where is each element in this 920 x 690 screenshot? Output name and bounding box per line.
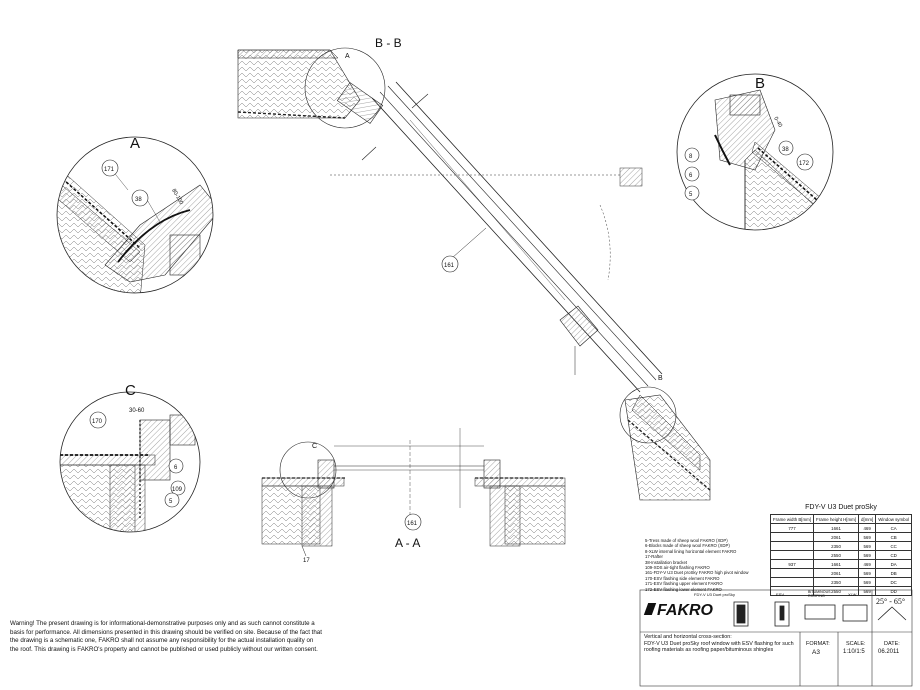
detail-a-title: A — [130, 135, 140, 152]
legend-item: 38-Installation bracket — [645, 559, 688, 565]
fakro-logo: FAKRO — [643, 602, 713, 620]
detail-b-label-172: 172 — [799, 161, 810, 167]
opened-sash-outline — [330, 167, 643, 281]
detail-a-label-38: 38 — [135, 197, 142, 203]
detail-c-label-5: 5 — [169, 499, 173, 505]
section-bb — [237, 47, 711, 501]
strip-label-esv: ESV — [776, 592, 785, 597]
spec-header: Frame width B[mm] — [769, 514, 815, 524]
strip-label-window: FDY-V U3 Duet proSky — [694, 592, 735, 597]
scale-label: SCALE: — [846, 641, 866, 647]
scale-value: 1:10/1:5 — [843, 649, 865, 655]
legend-item: 170-ESV flashing side element FAKRO — [645, 575, 720, 581]
detail-c-title: C — [125, 382, 136, 399]
roof-lower — [624, 394, 711, 501]
legend: 5-Tress made of sheep wool FAKRO (XDP) 6… — [645, 538, 770, 592]
product-icons — [733, 601, 907, 627]
warning-text: Warning! The present drawing is for info… — [10, 620, 322, 653]
legend-item: 6-Blocks made of sheep wool FAKRO (XDP) — [645, 543, 730, 549]
detail-c-label-170: 170 — [92, 419, 103, 425]
detail-c-marker — [279, 441, 337, 499]
spec-header: d[mm] — [858, 514, 877, 524]
legend-item: 171-ESV flashing upper element FAKRO — [645, 581, 723, 587]
aa-section-title: A - A — [395, 536, 420, 550]
aa-label-17: 17 — [303, 558, 310, 564]
sash-pivot — [559, 305, 599, 375]
bb-section-title: B - B — [375, 36, 402, 50]
detail-b-label-0-40: 0-40 — [772, 116, 783, 129]
spec-header: Frame height H[mm] — [813, 514, 860, 524]
bb-callout-161-label: 161 — [444, 263, 455, 269]
title-block-frame — [639, 589, 913, 687]
section-aa — [261, 428, 566, 557]
detail-a-label-171: 171 — [104, 167, 115, 173]
spec-header: Window symbol — [875, 514, 912, 524]
detail-b-label-8: 8 — [689, 154, 693, 160]
detail-b-label-5: 5 — [689, 192, 693, 198]
bb-cut-a: A — [345, 53, 350, 60]
legend-item: 109-XDS air-tight flashing FAKRO — [645, 565, 710, 571]
drawing-description: Vertical and horizontal cross-section: F… — [644, 634, 794, 654]
bb-callout-161 — [441, 255, 459, 273]
bb-cut-b: B — [658, 375, 663, 382]
detail-c — [59, 391, 201, 533]
detail-b-label-38: 38 — [782, 147, 789, 153]
spec-table-title: FDY-V U3 Duet proSky — [805, 504, 877, 511]
detail-c-label-109: 109 — [172, 487, 183, 493]
detail-c-label-6: 6 — [174, 465, 178, 471]
aa-callout-161-label: 161 — [407, 521, 418, 527]
detail-c-label-30-60: 30-60 — [129, 408, 145, 414]
spec-table: Frame width B[mm] Frame height H[mm] d[m… — [769, 514, 912, 596]
brand-name: FAKRO — [657, 602, 713, 619]
fakro-logo-mark — [643, 603, 657, 615]
legend-item: 17-Rafter — [645, 554, 663, 560]
window-frame — [371, 81, 663, 393]
strip-label-roofing: BITUMINOUS ROOFING — [808, 590, 831, 598]
date-label: DATE: — [884, 641, 900, 647]
format-value: A3 — [812, 649, 820, 656]
legend-item: 172-ESV flashing lower element FAKRO — [645, 586, 722, 592]
roof-upper — [237, 49, 384, 124]
cut-markers-a — [361, 93, 429, 161]
detail-b-label-6: 6 — [689, 173, 693, 179]
format-label: FORMAT: — [806, 641, 830, 647]
detail-b-marker — [619, 386, 677, 444]
strip-label-xlw: XLW — [848, 592, 857, 597]
detail-a-marker — [304, 47, 386, 129]
detail-a — [56, 136, 214, 294]
aa-cut-c: C — [312, 443, 317, 450]
legend-item: 5-Tress made of sheep wool FAKRO (XDP) — [645, 538, 728, 543]
detail-b — [676, 73, 834, 231]
detail-b-title: B — [755, 75, 765, 92]
legend-item: 8-XLW internal lining horizontal element… — [645, 548, 737, 554]
aa-callout-161 — [404, 513, 422, 531]
angle-range: 25° - 65° — [876, 597, 906, 606]
date-value: 06.2011 — [878, 649, 900, 655]
legend-item: 161-FDY-V U3 Duet proSky FAKRO high pivo… — [645, 570, 749, 576]
